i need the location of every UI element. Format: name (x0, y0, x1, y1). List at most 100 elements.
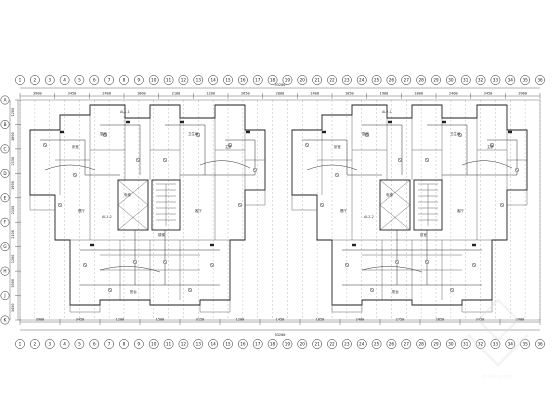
dimension-value: 1800 (137, 92, 146, 96)
axis-bubble (0, 144, 10, 154)
axis-label: 17 (255, 342, 261, 347)
axis-label: 32 (478, 78, 484, 83)
axis-label: 20 (300, 78, 306, 83)
axis-bubble (505, 75, 516, 85)
dimension-value: 3450 (484, 92, 493, 96)
axis-label: 5 (78, 342, 81, 347)
axis-label: B (4, 122, 7, 127)
light-fixture-icon (365, 133, 369, 137)
dimension-value: 1200 (206, 92, 215, 96)
axis-label: 22 (329, 342, 335, 347)
axis-label: 14 (210, 342, 216, 347)
axis-bubble (0, 291, 10, 301)
axis-label: 9 (138, 78, 141, 83)
axis-bubble (535, 75, 545, 85)
axis-label: 24 (359, 342, 365, 347)
light-fixture-icon (458, 133, 462, 137)
axis-bubble (44, 339, 55, 349)
axis-label: 14 (210, 78, 216, 83)
room-label: 楼梯 (158, 232, 165, 237)
axis-bubble (89, 339, 100, 349)
light-fixture-icon (103, 133, 107, 137)
axis-label: D (3, 171, 6, 176)
axis-bubble (148, 339, 159, 349)
axis-bubble (0, 242, 10, 252)
dimension-value: 1450 (276, 318, 285, 322)
room-label: 电梯 (124, 192, 131, 197)
axis-bubble (0, 168, 10, 178)
axis-bubble (193, 75, 204, 85)
axis-bubble (401, 339, 412, 349)
axis-label: 25 (374, 78, 380, 83)
axis-bubble (0, 193, 10, 203)
axis-bubble (163, 75, 174, 85)
axis-label: 19 (285, 78, 291, 83)
axis-label: 26 (389, 342, 395, 347)
room-label: 主卧 (225, 144, 232, 149)
dimension-value: 1200 (11, 255, 15, 264)
axis-bubble (134, 75, 144, 85)
axis-label: 1 (19, 78, 22, 83)
room-label: 卫生间 (188, 131, 199, 136)
dimension-value: 2850 (436, 318, 445, 322)
room-label: 餐厅 (78, 208, 85, 213)
axis-label: 4 (63, 78, 66, 83)
light-fixture-icon (305, 143, 309, 147)
socket-icon (388, 120, 392, 124)
dimension-value: 1800 (414, 92, 423, 96)
axis-bubble (535, 339, 545, 349)
room-label: 餐厅 (340, 208, 347, 213)
axis-bubble (74, 75, 85, 85)
axis-bubble (490, 339, 501, 349)
axis-label: 7 (108, 342, 111, 347)
axis-bubble (0, 315, 10, 325)
axis-label: 21 (314, 78, 320, 83)
socket-icon (246, 130, 250, 134)
light-fixture-icon (253, 168, 257, 172)
axis-bubble (0, 119, 10, 129)
panel-label: AL2-1 (382, 110, 392, 114)
axis-label: 27 (404, 342, 410, 347)
axis-bubble (178, 339, 189, 349)
light-fixture-icon (228, 143, 232, 147)
axis-label: 2 (34, 78, 37, 83)
axis-label: 16 (240, 78, 246, 83)
dimension-value: 2650 (241, 92, 250, 96)
axis-bubble (223, 75, 233, 85)
axis-bubble (416, 339, 426, 349)
dimension-value: 2750 (396, 318, 405, 322)
axis-bubble (223, 339, 233, 349)
light-fixture-icon (210, 263, 214, 267)
axis-bubble (252, 75, 263, 85)
light-fixture-icon (136, 158, 140, 162)
axis-bubble (0, 217, 10, 227)
dimension-value: 1900 (380, 92, 389, 96)
axis-bubble (267, 75, 278, 85)
room-label: 阳台 (392, 289, 399, 294)
axis-bubble (148, 75, 159, 85)
dimension-value: 2150 (11, 157, 15, 166)
axis-bubble (460, 75, 471, 85)
room-label: 电梯 (386, 192, 393, 197)
axis-label: 13 (196, 342, 202, 347)
axis-label: 12 (181, 342, 187, 347)
dimension-value: 3900 (518, 92, 527, 96)
axis-label: F (4, 220, 7, 225)
axis-bubble (475, 339, 486, 349)
axis-label: 8 (123, 78, 126, 83)
room-label: 厨房 (362, 131, 369, 136)
axis-label: 13 (196, 78, 202, 83)
axis-bubble (134, 339, 144, 349)
stair-core-right (413, 179, 443, 231)
axis-label: 17 (255, 78, 261, 83)
light-fixture-icon (395, 260, 399, 264)
axis-bubble (327, 339, 337, 349)
axis-bubble (119, 339, 129, 349)
axis-bubble (386, 75, 397, 85)
dimension-value: 1500 (156, 318, 165, 322)
axis-bubble (446, 339, 456, 349)
dimension-value: 3900 (36, 318, 45, 322)
dimension-value: 3150 (196, 318, 205, 322)
